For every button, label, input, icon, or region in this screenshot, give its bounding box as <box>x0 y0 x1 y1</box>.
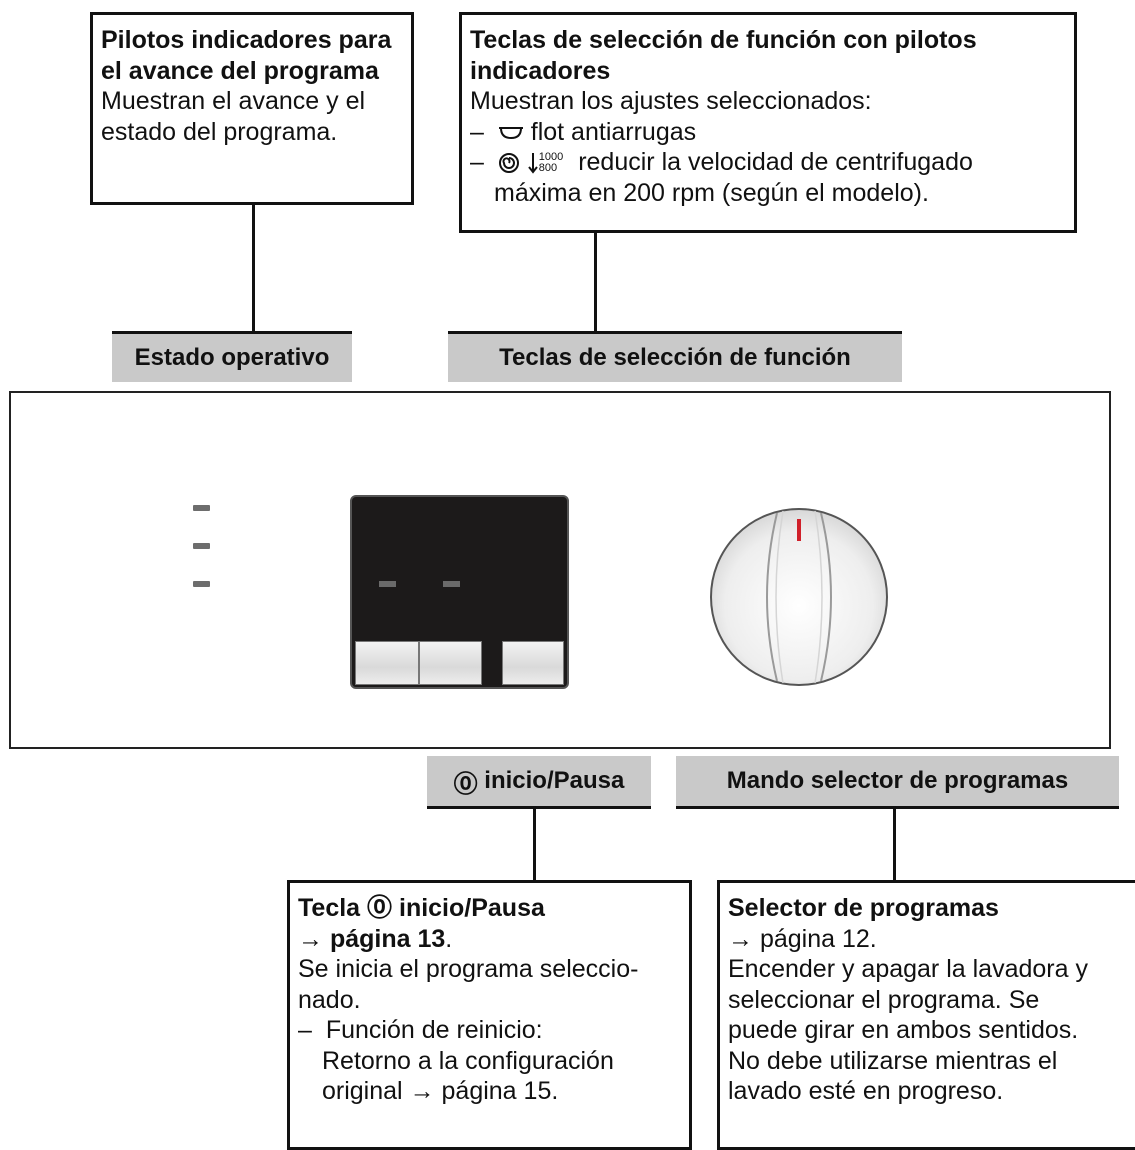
start-pause-icon: ⓪ <box>453 770 478 798</box>
label-function-keys: Teclas de selección de función <box>448 331 902 382</box>
program-selector-knob[interactable] <box>707 505 891 689</box>
function-keypad <box>350 495 569 689</box>
dash: – <box>298 1016 312 1044</box>
function-keys-callout-title-1: Teclas de selección de función con pilot… <box>470 26 977 54</box>
label-start-pause-text: inicio/Pausa <box>484 767 625 794</box>
function-keys-item-2-text: reducir la velocidad de centrifugado <box>578 148 973 176</box>
connector-line <box>594 233 597 333</box>
function-keys-callout: Teclas de selección de función con pilot… <box>459 12 1077 233</box>
progress-led-3 <box>193 581 210 587</box>
function-keys-item-2-cont: máxima en 200 rpm (según el modelo). <box>494 178 929 207</box>
progress-callout-title-2: el avance del programa <box>101 56 379 85</box>
anti-crease-led <box>379 581 396 587</box>
spin-icon <box>498 152 520 174</box>
progress-callout-desc-2: estado del programa. <box>101 117 338 146</box>
label-function-keys-text: Teclas de selección de función <box>499 344 851 371</box>
label-program-knob: Mando selector de programas <box>676 756 1119 809</box>
program-selector-desc-2: seleccionar el programa. Se <box>728 985 1040 1014</box>
knob-marker <box>797 519 801 541</box>
connector-line <box>252 205 255 334</box>
start-pause-desc-1: Se inicia el programa seleccio- <box>298 955 639 983</box>
start-pause-icon: ⓪ <box>367 894 393 922</box>
start-pause-bullet-3-ref: página 15. <box>441 1077 559 1105</box>
program-selector-desc-5: lavado esté en progreso. <box>728 1077 1004 1105</box>
function-keys-item-2: – 1000 800 reducir la velocidad de centr… <box>470 147 1066 178</box>
program-selector-desc-4: No debe utilizarse mientras el <box>728 1046 1058 1075</box>
speed-down-arrow-icon <box>527 152 539 174</box>
start-pause-bullet-1-text: Función de reinicio: <box>325 1016 543 1044</box>
connector-line <box>533 808 536 882</box>
label-program-knob-text: Mando selector de programas <box>726 767 1069 794</box>
arrow-icon: → <box>409 1077 435 1105</box>
anti-crease-key[interactable] <box>355 641 419 685</box>
program-selector-desc-1: Encender y apagar la lavadora y <box>728 955 1088 983</box>
start-pause-title-prefix: Tecla <box>298 894 368 922</box>
start-pause-bullet-3: original → página 15. <box>298 1076 681 1107</box>
progress-callout-desc-1: Muestran el avance y el <box>101 87 366 115</box>
arrow-icon: → <box>298 924 323 953</box>
anti-crease-icon <box>498 126 524 140</box>
program-selector-desc-3: puede girar en ambos sentidos. <box>728 1016 1079 1044</box>
start-pause-ref-text: página 13 <box>329 924 446 953</box>
start-pause-key[interactable] <box>502 641 564 685</box>
spin-reduction-key[interactable] <box>419 641 482 685</box>
start-pause-bullet-2: Retorno a la configuración <box>322 1046 614 1075</box>
progress-callout-title-1: Pilotos indicadores para <box>101 26 392 54</box>
function-keys-callout-desc: Muestran los ajustes seleccionados: <box>470 87 872 115</box>
function-keys-item-1-text: flot antiarrugas <box>530 117 697 146</box>
label-operating-state-text: Estado operativo <box>134 344 330 371</box>
speed-max-value: 1000 <box>538 151 564 164</box>
progress-led-1 <box>193 505 210 511</box>
connector-line <box>893 808 896 882</box>
start-pause-bullet-3-text: original <box>322 1077 403 1105</box>
spin-reduction-led <box>443 581 460 587</box>
function-keys-item-1: – flot antiarrugas <box>470 117 1066 148</box>
start-pause-callout-title: Tecla ⓪ inicio/Pausa <box>298 893 681 924</box>
start-pause-callout: Tecla ⓪ inicio/Pausa → página 13. Se ini… <box>287 880 692 1150</box>
dash: – <box>470 117 484 146</box>
start-pause-ref-end: . <box>445 924 453 953</box>
progress-led-2 <box>193 543 210 549</box>
program-selector-page-ref: → página 12. <box>728 924 1135 955</box>
start-pause-page-ref: → página 13. <box>298 924 681 955</box>
progress-callout: Pilotos indicadores para el avance del p… <box>90 12 414 205</box>
start-pause-title-suffix: inicio/Pausa <box>392 894 545 922</box>
program-selector-title: Selector de programas <box>728 894 999 922</box>
label-start-pause: ⓪ inicio/Pausa <box>427 756 651 809</box>
start-pause-desc-2: nado. <box>298 985 361 1014</box>
label-operating-state: Estado operativo <box>112 331 352 382</box>
start-pause-bullet-1: – Función de reinicio: <box>298 1015 681 1046</box>
control-panel <box>9 391 1111 749</box>
dash: – <box>470 148 484 176</box>
program-selector-callout: Selector de programas → página 12. Encen… <box>717 880 1135 1150</box>
speed-reduced-value: 800 <box>538 162 558 175</box>
function-keys-callout-title-2: indicadores <box>470 56 611 85</box>
program-selector-ref-text: página 12. <box>759 924 877 953</box>
arrow-icon: → <box>728 924 753 953</box>
